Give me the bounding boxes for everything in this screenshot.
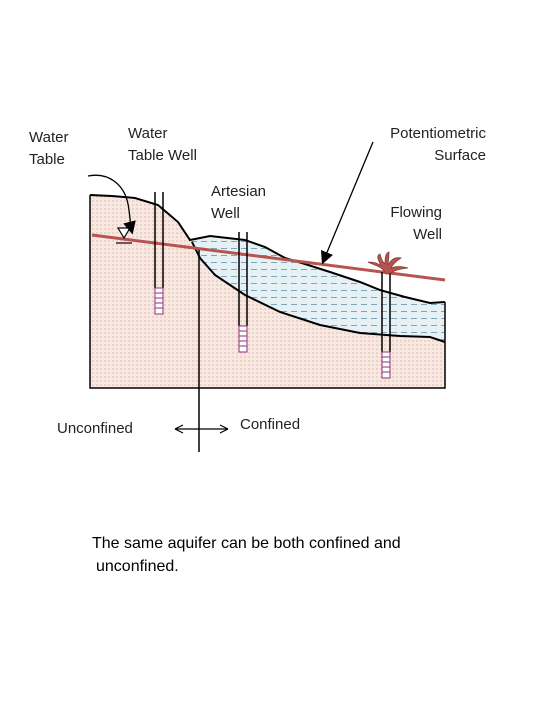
water-table-label: Water Table (29, 129, 69, 168)
potentiometric-surface-label: Potentiometric Surface (390, 125, 486, 164)
well-screen (238, 325, 248, 353)
well-screen (381, 351, 391, 379)
flowing-water-fountain-icon (367, 251, 409, 275)
potentiometric-surface-arrow (321, 141, 374, 265)
diagram-caption: The same aquifer can be both confined an… (92, 535, 401, 575)
confined-label: Confined (240, 416, 301, 433)
artesian-well-label: Artesian Well (211, 183, 267, 222)
water-table-well-label: Water Table Well (128, 125, 197, 164)
well-screen (154, 287, 164, 315)
unconfined-label: Unconfined (57, 420, 133, 437)
water-table-arrow (87, 174, 136, 235)
flowing-well (381, 272, 391, 379)
land-surface-line (89, 194, 446, 305)
water-table-well (154, 192, 164, 315)
confining-layer-line (191, 241, 446, 343)
flowing-well-label: Flowing Well (390, 204, 442, 243)
artesian-well (238, 232, 248, 353)
unconfined-aquifer-region (90, 195, 445, 388)
cross-section-border (89, 195, 446, 389)
